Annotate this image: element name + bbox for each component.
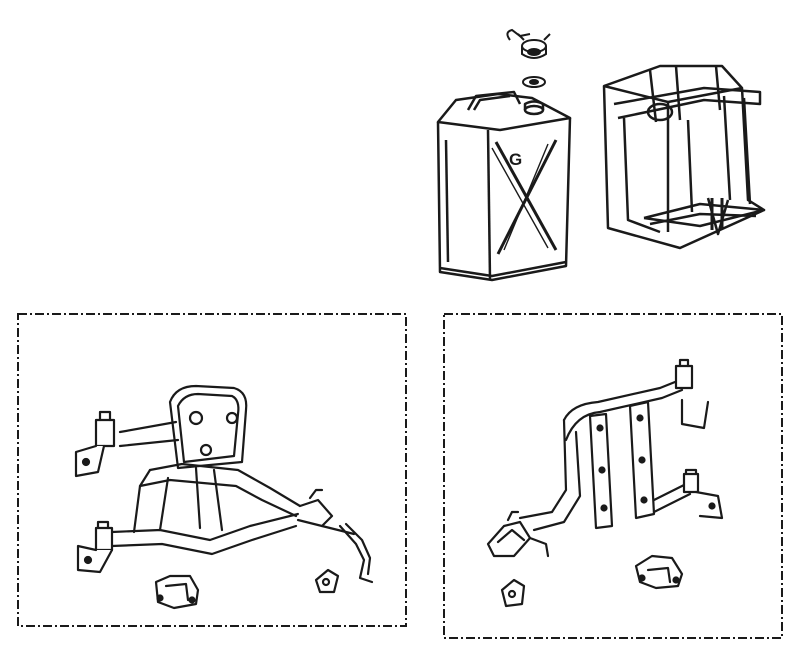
jerrycan <box>436 90 572 282</box>
jerrycan-emblem-letter: G <box>509 150 522 169</box>
left-diagram-frame <box>17 313 407 627</box>
cap-seal-ring <box>522 76 546 88</box>
right-diagram-frame <box>443 313 783 639</box>
right-bracket-assembly <box>486 358 724 608</box>
filler-cap-assembly <box>506 28 551 59</box>
jerrycan-carrier <box>602 64 766 250</box>
left-bracket-assembly <box>74 384 374 610</box>
